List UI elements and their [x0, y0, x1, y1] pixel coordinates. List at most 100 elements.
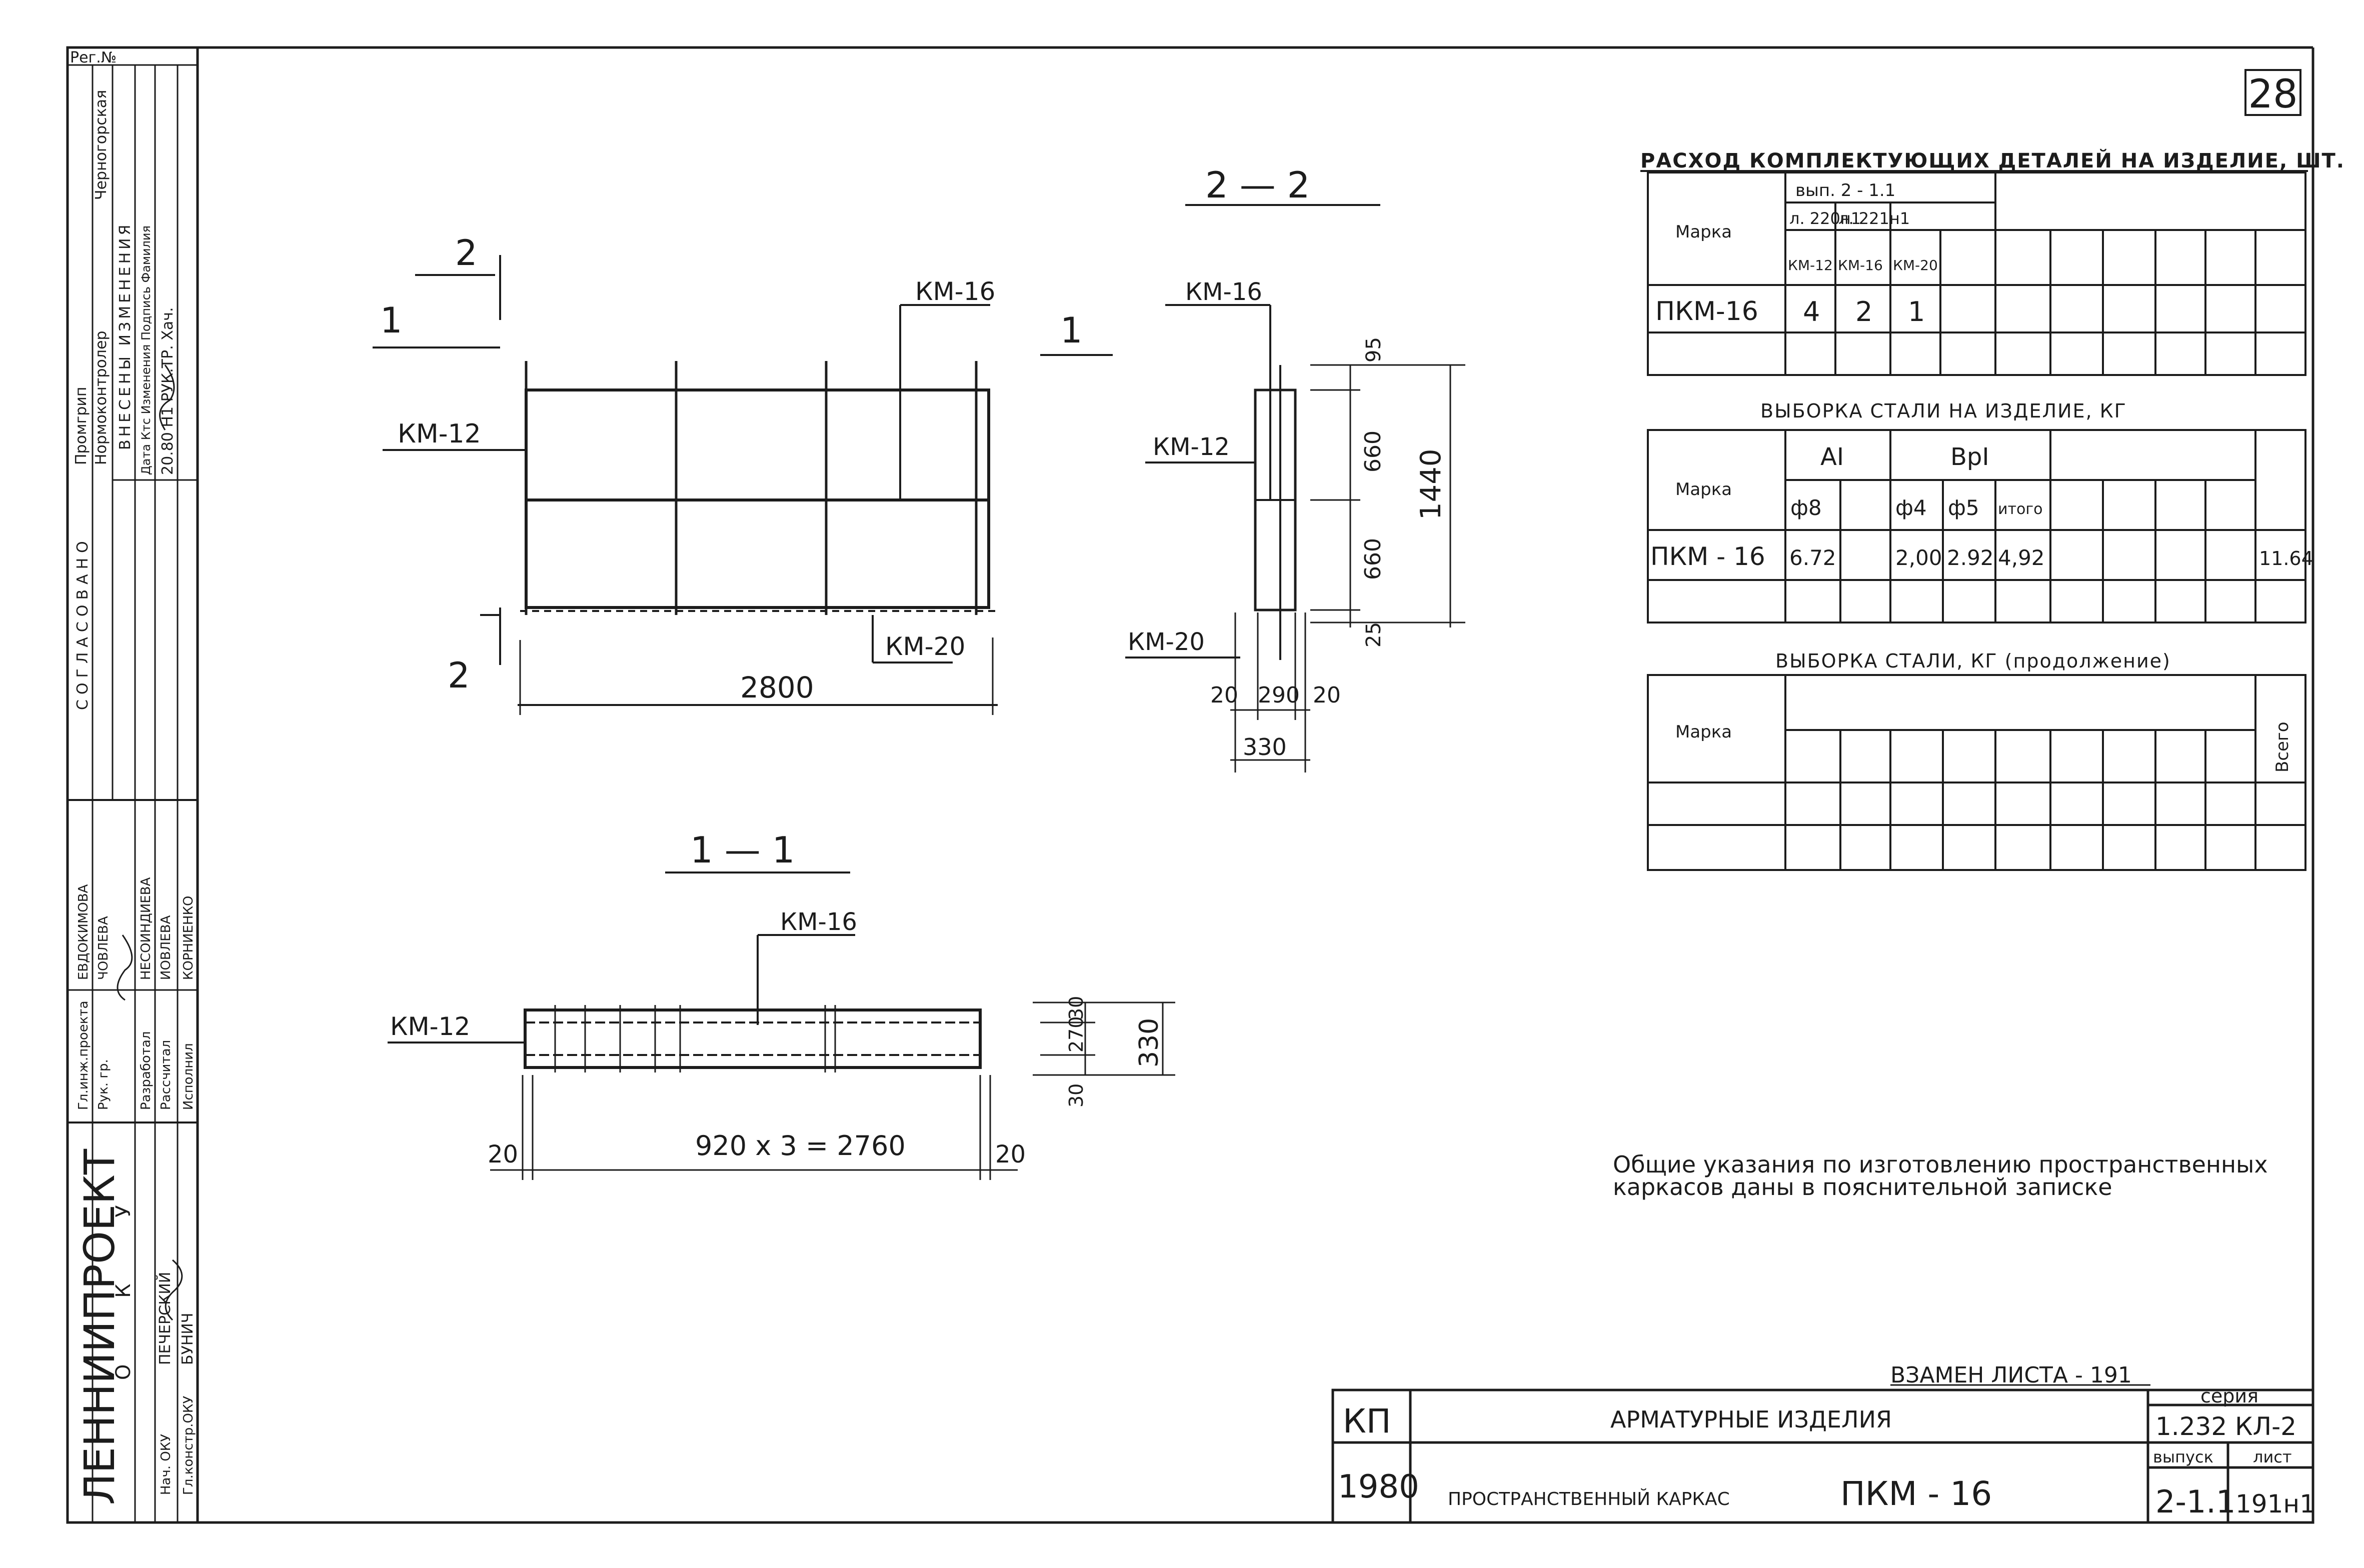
dim-20b-s11: 20 [995, 1140, 1026, 1168]
section-2-2-labels: 2 — 2 КМ-16 КМ-12 КМ-20 95 660 660 25 14… [1128, 164, 1447, 760]
calculated-label: Рассчитал [159, 1040, 174, 1110]
ruk-gr-label: Рук. гр. [96, 1059, 111, 1110]
steel-grade-b: ВрI [1950, 443, 1989, 471]
steel-col-mark: Марка [1675, 480, 1732, 500]
institute-name: ЛЕННИИПРОЕКТ [75, 1148, 124, 1505]
tb-product: ПКМ - 16 [1840, 1474, 1992, 1513]
gl-eng-label: Гл.инж.проекта [76, 1000, 91, 1110]
tb-sheet-value: 191н1 [2235, 1490, 2315, 1518]
steel-value-total: 4,92 [1998, 546, 2045, 570]
dim-20a-s11: 20 [488, 1140, 518, 1168]
dim-20a: 20 [1210, 682, 1238, 708]
dim-span: 920 x 3 = 2760 [695, 1130, 906, 1162]
dim-30b: 30 [1065, 1084, 1087, 1108]
promgrip-label: Промгрип [73, 386, 90, 465]
parts-col-km20: КМ-20 [1893, 257, 1938, 274]
tb-issue-label: выпуск [2153, 1448, 2213, 1466]
signature-scribble-3 [165, 1259, 183, 1321]
section-2-2-title: 2 — 2 [1205, 164, 1310, 206]
tb-sheet-label: лист [2253, 1448, 2291, 1466]
label-km16: КМ-16 [915, 277, 995, 306]
dim-20b: 20 [1313, 682, 1341, 708]
dim-95: 95 [1362, 337, 1385, 362]
table-steel-cont-title: ВЫБОРКА СТАЛИ, КГ (продолжение) [1775, 650, 2171, 672]
section-2-2 [1125, 204, 1465, 772]
dim-290: 290 [1258, 682, 1300, 708]
s11-label-km12: КМ-12 [390, 1012, 470, 1041]
title-block: ВЗАМЕН ЛИСТА - 191 КП 1980 АРМАТУРНЫЕ ИЗ… [1331, 1362, 2315, 1524]
parts-sheet-a: л. 220н1 [1789, 209, 1861, 228]
executor-label: Исполнил [181, 1043, 196, 1110]
section-1-1 [388, 872, 1175, 1180]
notes-line-1: Общие указания по изготовлению пространс… [1613, 1151, 2268, 1178]
developed-label: Разработал [139, 1031, 154, 1110]
dim-330: 330 [1243, 734, 1287, 760]
parts-value-km12: 4 [1803, 296, 1820, 328]
dim-30a: 30 [1065, 996, 1087, 1020]
tb-series-label: серия [2200, 1385, 2258, 1407]
dim-270: 270 [1065, 1016, 1087, 1052]
steel-col-total: итого [1998, 500, 2042, 518]
cut-mark-right: 1 [1060, 310, 1083, 351]
changes-columns: Дата Ктс Изменения Подпись Фамилия [139, 226, 153, 475]
table-parts: РАСХОД КОМПЛЕКТУЮЩИХ ДЕТАЛЕЙ НА ИЗДЕЛИЕ,… [1640, 148, 2345, 376]
steel-col-f5: ф5 [1948, 496, 1979, 520]
plan-view-labels: 2 2 1 1 КМ-12 КМ-16 КМ-20 2800 [380, 232, 1083, 704]
label-km12: КМ-12 [398, 419, 481, 449]
ok-name-2: БУНИЧ [179, 1313, 197, 1365]
cut-mark-bottom: 2 [448, 655, 470, 696]
tb-kp: КП [1343, 1402, 1391, 1440]
steel-grade-a: АI [1820, 443, 1844, 471]
sheet-frame: 28 [70, 46, 2314, 1524]
parts-issue: вып. 2 - 1.1 [1795, 180, 1895, 200]
tb-series-value: 1.232 КЛ-2 [2155, 1412, 2296, 1441]
steel-col-f8: ф8 [1790, 496, 1822, 520]
sheet-number-box [2244, 69, 2301, 116]
table-steel: ВЫБОРКА СТАЛИ НА ИЗДЕЛИЕ, КГ Марка АI Вр… [1647, 400, 2313, 624]
normocontrol-label: Нормоконтролер [93, 330, 110, 465]
dim-1440: 1440 [1415, 448, 1447, 520]
tb-year: 1980 [1338, 1468, 1419, 1506]
table-parts-title: РАСХОД КОМПЛЕКТУЮЩИХ ДЕТАЛЕЙ НА ИЗДЕЛИЕ,… [1640, 148, 2345, 172]
label-km20: КМ-20 [885, 632, 965, 661]
parts-value-km16: 2 [1855, 296, 1872, 328]
s22-label-km12: КМ-12 [1153, 433, 1230, 461]
agreed-label: СОГЛАСОВАНО [74, 536, 92, 710]
cut-mark-left: 1 [380, 300, 403, 341]
parts-col-km16: КМ-16 [1838, 257, 1883, 274]
cont-col-total: Всего [2272, 722, 2292, 772]
table-steel-cont: ВЫБОРКА СТАЛИ, КГ (продолжение) Марка Вс… [1647, 650, 2306, 871]
staff-name-a: ЕВДОКИМОВА [76, 884, 91, 980]
dim-2800: 2800 [740, 670, 814, 704]
parts-col-mark: Марка [1675, 222, 1732, 242]
steel-col-f4: ф4 [1895, 496, 1927, 520]
steel-value-f8: 6.72 [1789, 546, 1836, 570]
side-stamp: Рег.№ СОГЛАСОВАНО ВНЕСЕНЫ ИЗМЕНЕНИЯ Пром… [66, 46, 199, 1524]
plan-view [373, 255, 1113, 715]
dim-25: 25 [1362, 622, 1385, 648]
section-1-1-labels: 1 — 1 КМ-16 КМ-12 30 270 30 330 20 920 x… [390, 829, 1164, 1168]
staff-name-d: ИОВЛЕВА [159, 915, 174, 980]
ok-head-label: Нач. ОКУ [159, 1434, 174, 1495]
s22-label-km20: КМ-20 [1128, 628, 1205, 656]
steel-value-f5: 2.92 [1947, 546, 1994, 570]
signature-scribble-2 [117, 934, 133, 1001]
staff-name-b: ЧОВЛЕВА [96, 916, 111, 980]
dim-660a: 660 [1360, 430, 1386, 472]
general-notes: Общие указания по изготовлению пространс… [1613, 1151, 2268, 1200]
sheet-number: 28 [2248, 72, 2297, 117]
staff-name-c: НЕСОИНДИЕВА [139, 877, 154, 980]
signature-scribble-1 [159, 364, 175, 430]
dim-330-s11: 330 [1134, 1018, 1164, 1068]
parts-row-mark: ПКМ-16 [1655, 296, 1758, 326]
reg-label: Рег.№ [70, 49, 117, 66]
steel-value-f4: 2,00 [1895, 546, 1942, 570]
s11-label-km16: КМ-16 [780, 908, 857, 936]
signature-name: Черногорская [93, 90, 110, 200]
steel-value-all: 11.64 [2259, 548, 2313, 570]
replace-note: ВЗАМЕН ЛИСТА - 191 [1890, 1362, 2132, 1388]
parts-sheet-b: л. 221н1 [1838, 209, 1910, 228]
tb-issue-value: 2-1.1 [2155, 1484, 2235, 1520]
cont-col-mark: Марка [1675, 722, 1732, 742]
